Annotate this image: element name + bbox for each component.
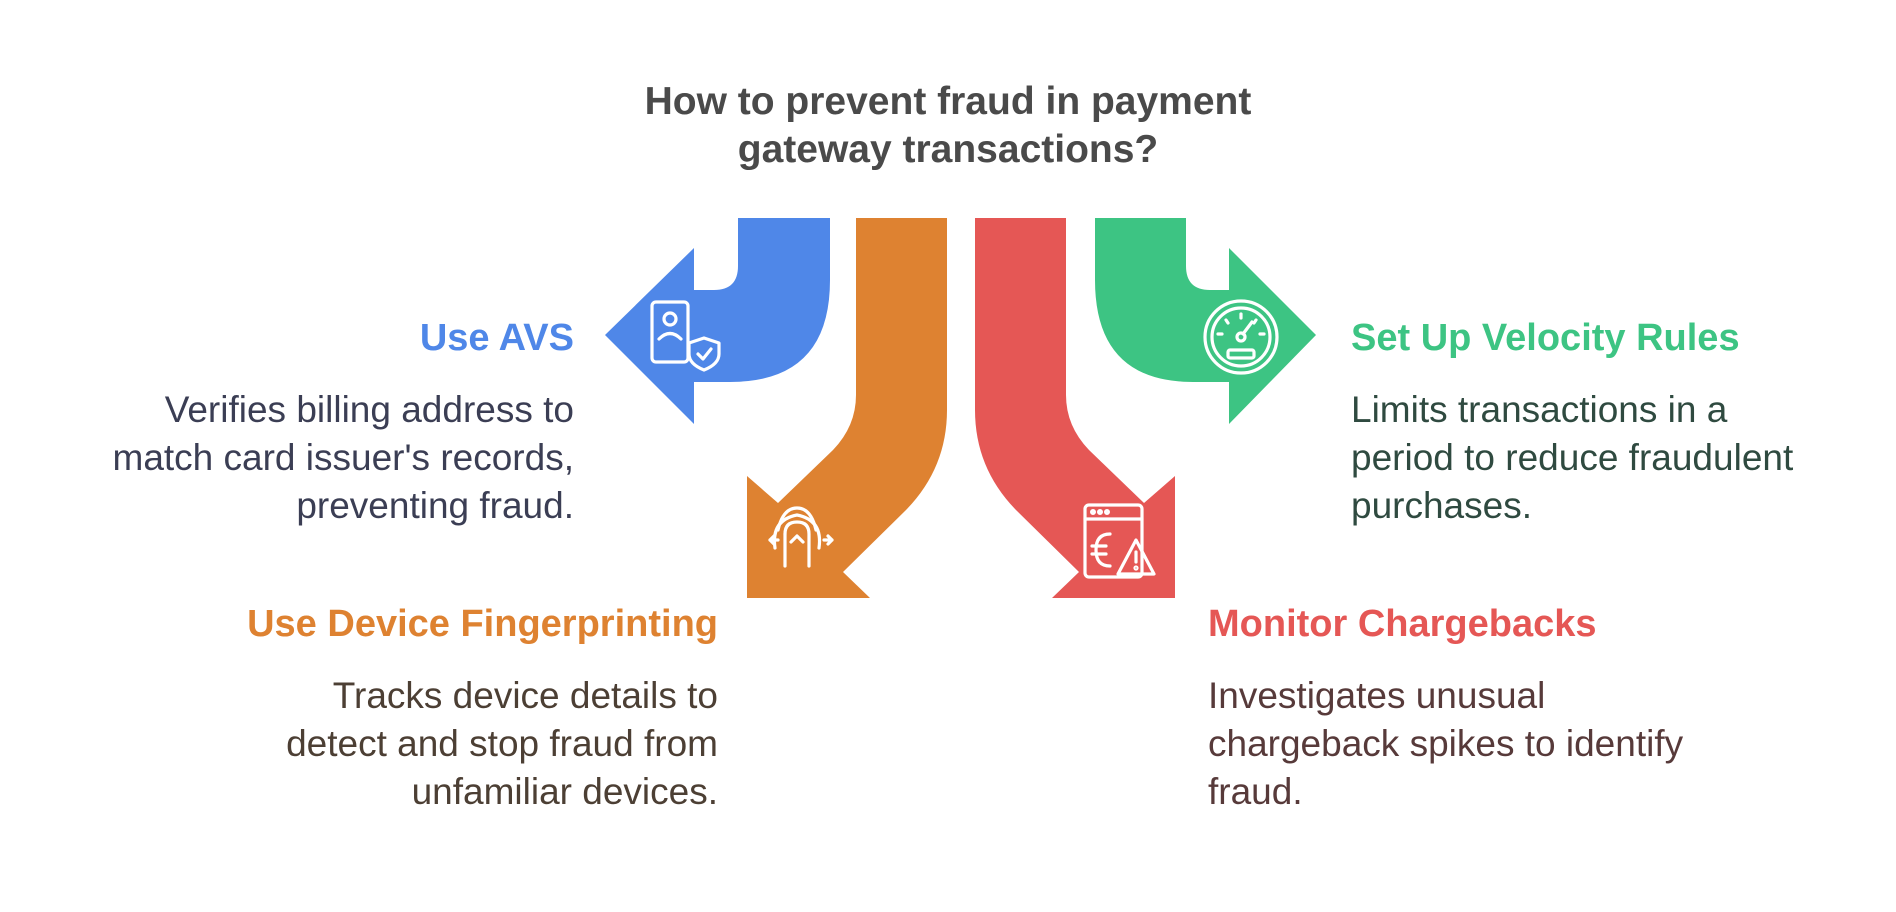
heading-use-avs: Use AVS <box>419 317 574 359</box>
desc-device-fingerprinting: Tracks device details to detect and stop… <box>286 672 718 816</box>
title-line: How to prevent fraud in payment <box>644 80 1252 123</box>
fingerprint-touch-icon <box>768 506 834 568</box>
heading-monitor-chargebacks: Monitor Chargebacks <box>1208 603 1597 645</box>
arrow-chargebacks <box>975 218 1175 598</box>
desc-line: fraud. <box>1208 771 1303 812</box>
speedometer-icon <box>1203 299 1279 375</box>
euro-alert-window-icon <box>1083 503 1156 579</box>
desc-line: match card issuer's records, <box>112 437 575 478</box>
arrow-velocity-rules <box>1095 218 1316 424</box>
desc-monitor-chargebacks: Investigates unusual chargeback spikes t… <box>1208 672 1683 816</box>
diagram-title: How to prevent fraud in payment gateway … <box>548 78 1348 174</box>
heading-device-fingerprinting: Use Device Fingerprinting <box>247 603 718 645</box>
desc-line: Tracks device details to <box>332 675 718 716</box>
desc-line: Verifies billing address to <box>164 389 574 430</box>
desc-line: period to reduce fraudulent <box>1351 437 1794 478</box>
heading-velocity-rules: Set Up Velocity Rules <box>1351 317 1740 359</box>
desc-line: Limits transactions in a <box>1351 389 1728 430</box>
desc-line: Investigates unusual <box>1208 675 1546 716</box>
desc-line: detect and stop fraud from <box>286 723 718 764</box>
desc-use-avs: Verifies billing address to match card i… <box>113 386 575 530</box>
desc-line: unfamiliar devices. <box>411 771 718 812</box>
arrow-avs <box>605 218 830 424</box>
desc-velocity-rules: Limits transactions in a period to reduc… <box>1351 386 1793 530</box>
desc-line: chargeback spikes to identify <box>1208 723 1684 764</box>
title-line: gateway transactions? <box>737 128 1159 171</box>
arrow-device-fingerprinting <box>747 218 947 598</box>
id-card-check-icon <box>650 300 721 372</box>
desc-line: purchases. <box>1351 485 1532 526</box>
desc-line: preventing fraud. <box>296 485 574 526</box>
